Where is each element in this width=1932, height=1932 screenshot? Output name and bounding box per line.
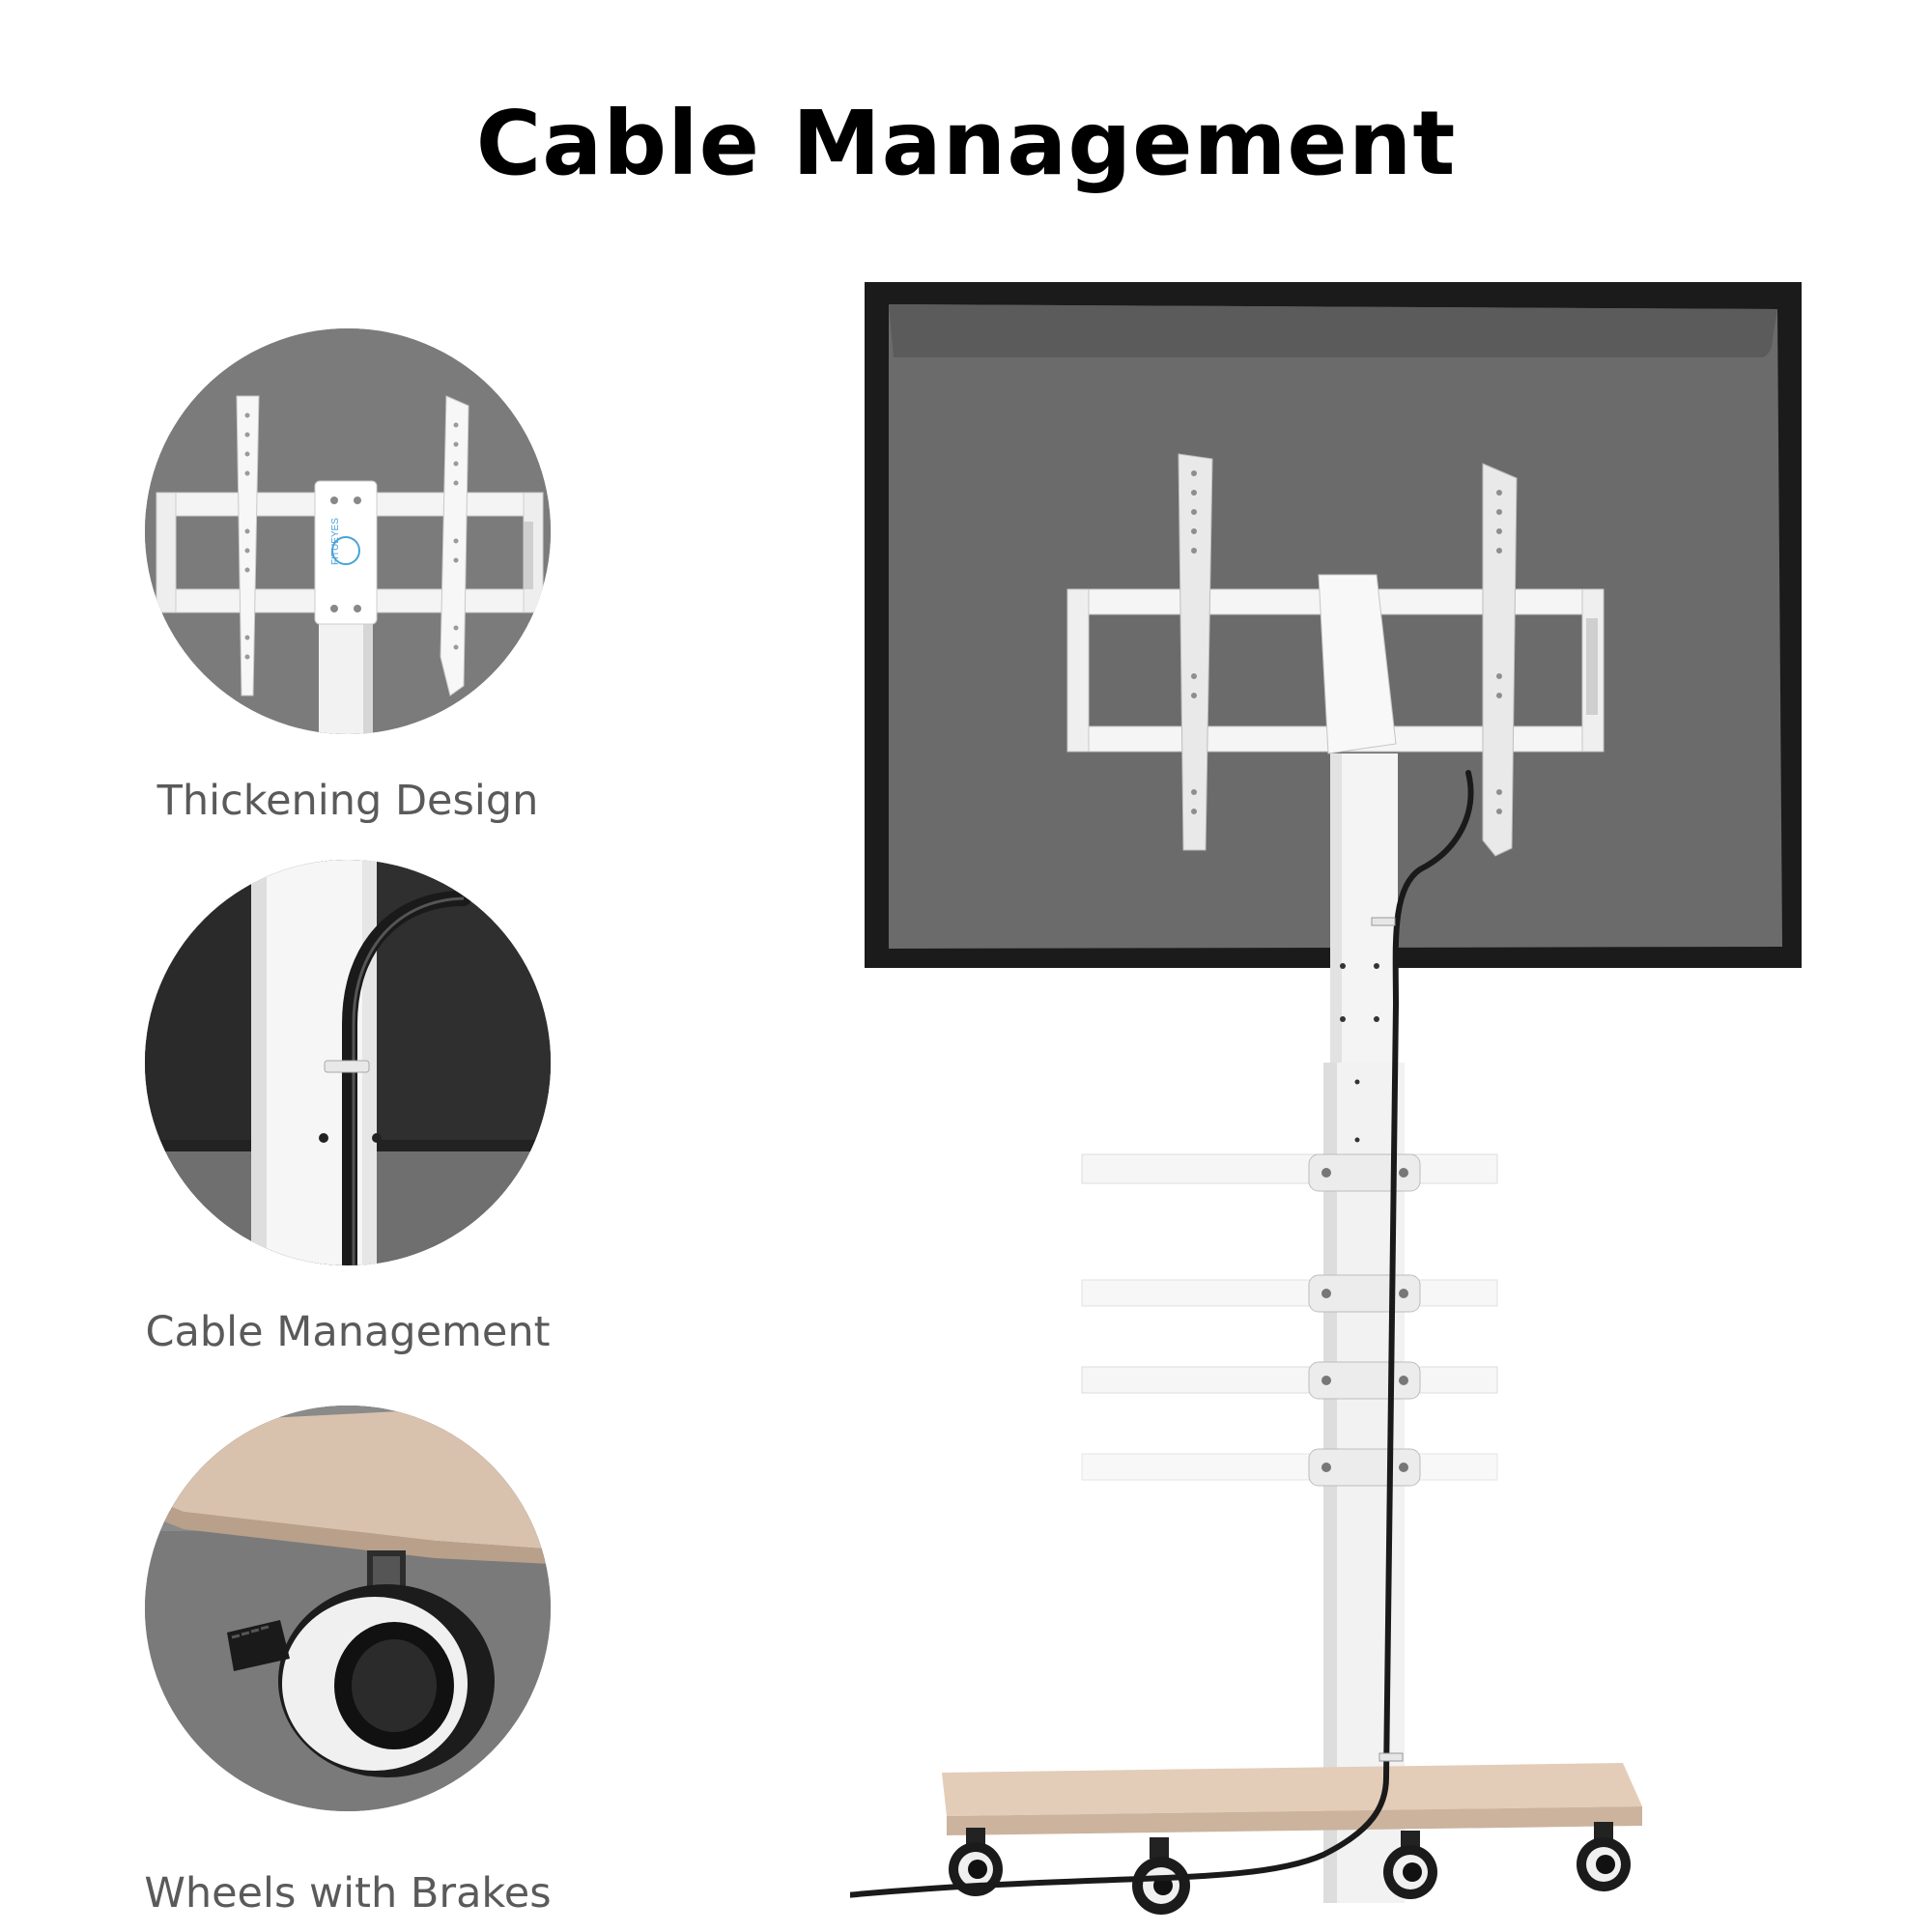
caster-wheel [1577,1822,1631,1891]
brand-logo-text: FITUEYES [330,518,341,565]
feature-cable-management: Cable Management [145,860,551,1356]
bracket-closeup-image: FITUEYES [145,328,551,734]
tv-mount-bracket-icon: FITUEYES [145,328,551,734]
feature-caption: Thickening Design [156,777,539,825]
feature-thickening-design: FITUEYES Thickening Design [145,328,551,825]
feature-caption: Cable Management [145,1308,551,1356]
locking-caster-wheel-icon [145,1406,551,1811]
tv-stand-icon [850,282,1802,1915]
feature-caption: Wheels with Brakes [144,1869,552,1918]
feature-wheels-with-brakes: Wheels with Brakes [144,1406,552,1918]
page-title: Cable Management [475,92,1457,195]
caster-wheel [949,1828,1003,1896]
caster-wheel [1383,1831,1437,1899]
cable-clip-closeup-image [145,860,551,1265]
caster-wheel-closeup-image [145,1406,551,1811]
cable-clip-icon [145,860,551,1265]
tv-stand-product-image [850,270,1816,1932]
